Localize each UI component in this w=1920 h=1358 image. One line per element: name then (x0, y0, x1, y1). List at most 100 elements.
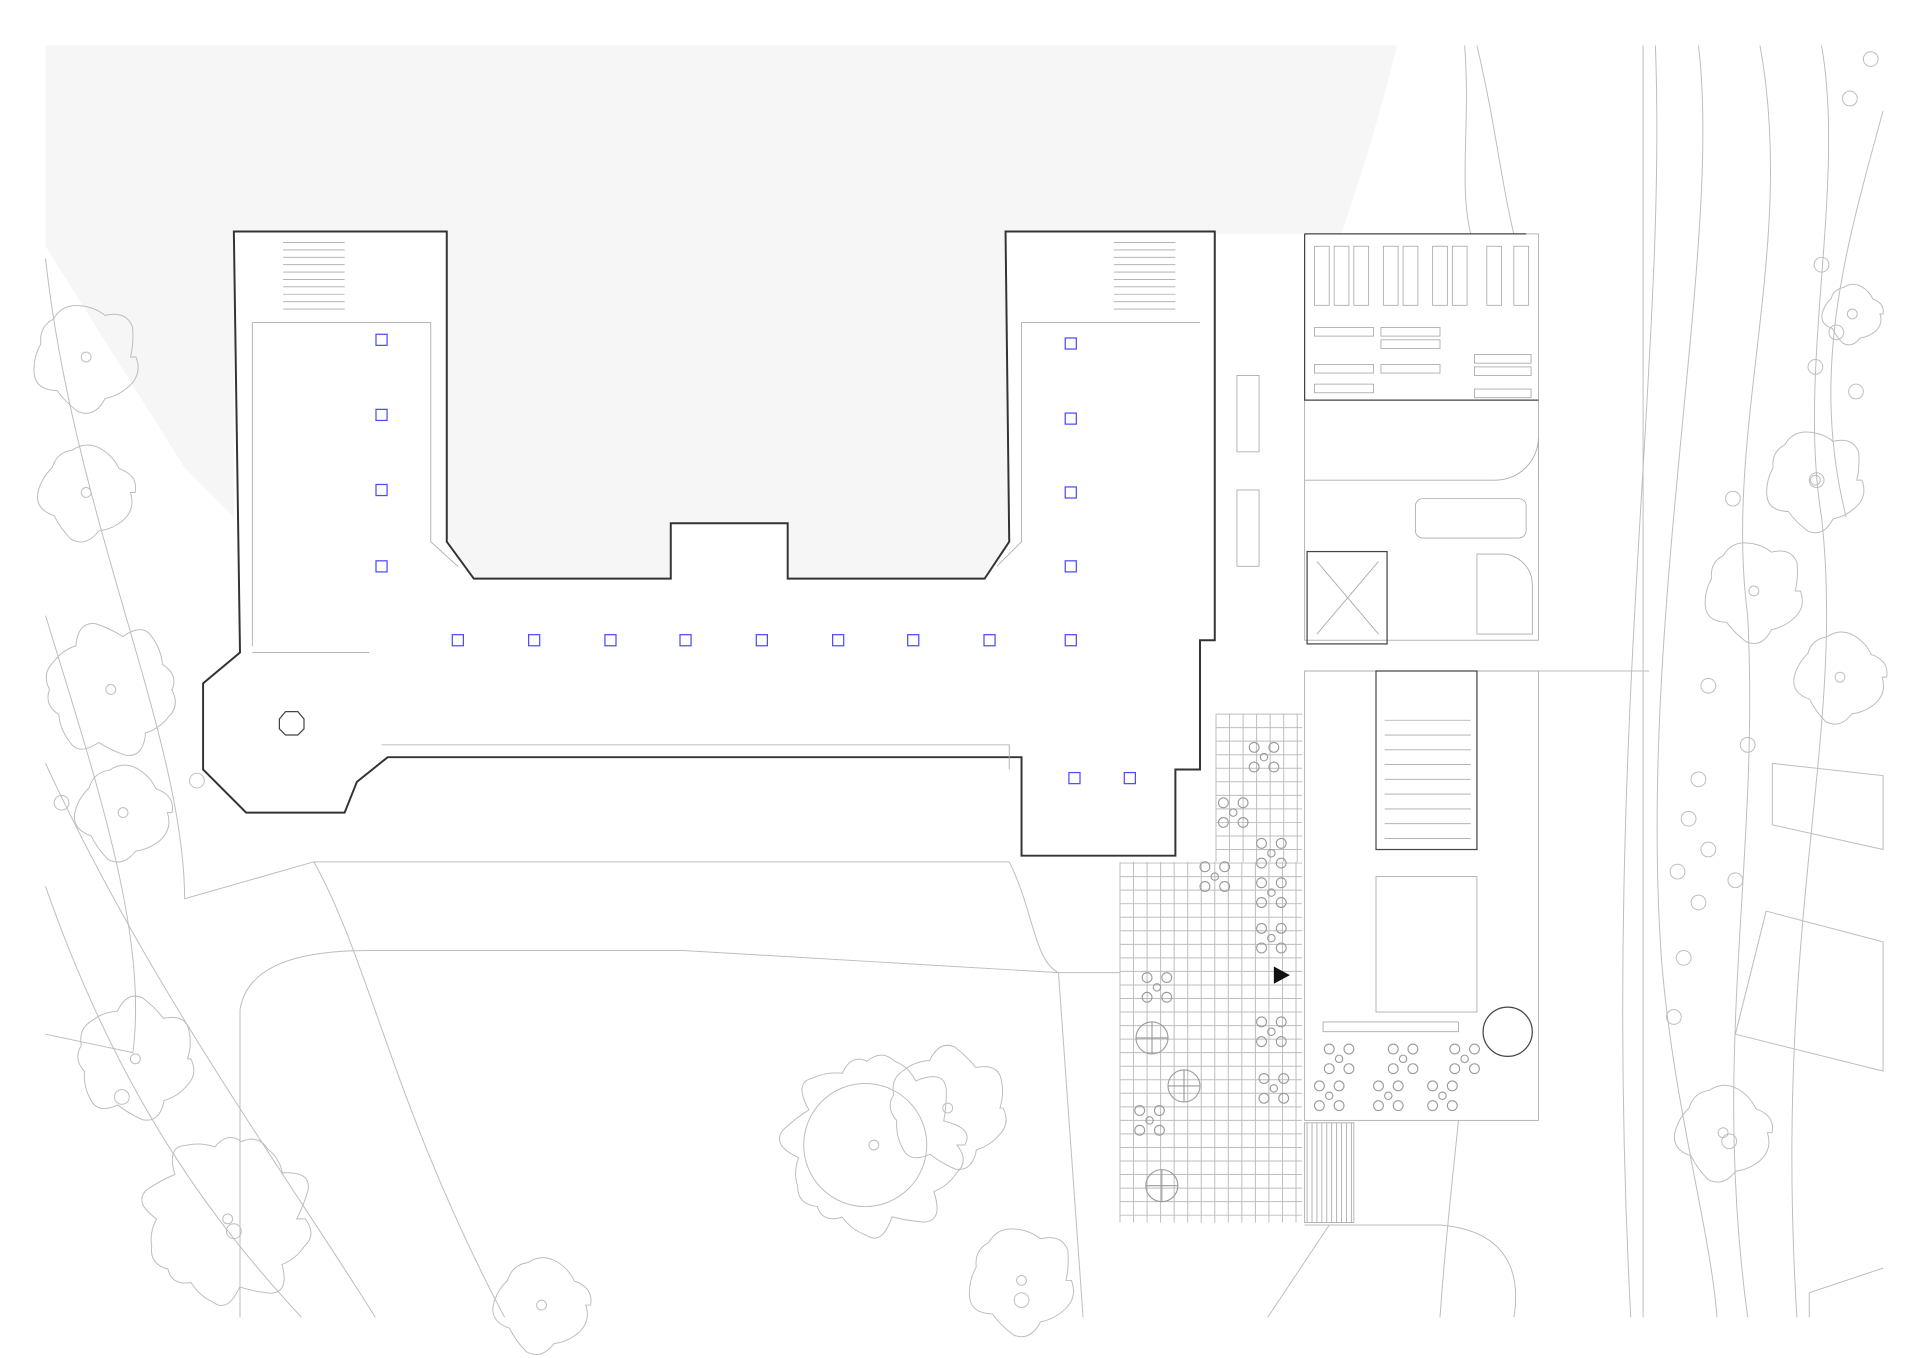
chair (1153, 1105, 1165, 1117)
chair (1446, 1100, 1458, 1112)
table (1474, 354, 1532, 364)
landscape-line (239, 949, 1120, 1318)
chair (1275, 837, 1287, 849)
tree-icon (1680, 810, 1697, 827)
entrance-arrow-icon (1273, 966, 1290, 984)
tree-icon (1669, 863, 1686, 880)
chair (1313, 1100, 1325, 1112)
chair (1275, 857, 1287, 869)
tree-trunk (1809, 474, 1821, 486)
bookshelf (1353, 245, 1370, 306)
chair (1278, 1092, 1290, 1104)
tree-icon (492, 1257, 592, 1355)
spiral-stair-icon (1482, 1006, 1533, 1057)
tree-icon (1690, 771, 1707, 788)
table (1474, 388, 1532, 399)
landscape-line (1622, 45, 1658, 1318)
table (1267, 888, 1276, 897)
landscape-line (45, 258, 1010, 900)
chair (1217, 816, 1229, 828)
landscape-line (1656, 45, 1718, 1318)
tree-trunk (942, 1102, 954, 1114)
landscape-line (1771, 762, 1884, 851)
column-marker (375, 333, 388, 346)
tree-icon (1848, 383, 1864, 400)
chair (1323, 1063, 1335, 1075)
tree-icon (1673, 1084, 1774, 1183)
tree-icon (968, 1228, 1074, 1338)
tree-trunk (222, 1213, 234, 1225)
table (1474, 366, 1532, 376)
tree-icon (889, 1044, 1007, 1170)
chair (1313, 1080, 1325, 1092)
tree-icon (33, 304, 139, 414)
table (1228, 808, 1238, 817)
tree-icon (1828, 324, 1845, 341)
landscape-line (1733, 45, 1772, 1318)
chair (1372, 1080, 1384, 1092)
tree-icon (1704, 542, 1803, 645)
table (1384, 1091, 1393, 1101)
table (1380, 327, 1441, 337)
tree-icon (1793, 631, 1888, 725)
octagonal-column (278, 711, 305, 736)
landscape-line (1304, 1224, 1517, 1318)
column-marker (1064, 337, 1077, 350)
chair (1217, 797, 1229, 809)
tree-icon (189, 772, 205, 789)
tree-icon (1808, 472, 1825, 489)
chair (1256, 942, 1268, 954)
chair (1392, 1080, 1404, 1092)
tree-icon (1727, 872, 1744, 889)
table (1314, 383, 1374, 394)
tree-trunk (105, 684, 117, 695)
landscape-line (45, 886, 302, 1318)
chair (1275, 922, 1287, 934)
chair (1248, 761, 1260, 773)
chair (1323, 1043, 1335, 1055)
table (1210, 872, 1220, 881)
tree-icon (1690, 894, 1707, 911)
landscape-line (1791, 45, 1830, 1318)
tree-trunk (80, 351, 92, 363)
chair (1237, 797, 1249, 809)
tree-icon (73, 764, 174, 863)
chair (1372, 1100, 1384, 1112)
main-building (202, 230, 1216, 857)
stair-curved (1476, 553, 1533, 635)
bookshelf (1432, 245, 1448, 306)
stair-right (1113, 242, 1176, 310)
column-marker (755, 634, 769, 647)
chair (1333, 1100, 1345, 1112)
tree-trunk (117, 807, 129, 819)
tree-icon (1725, 490, 1741, 507)
tree-icon (36, 444, 137, 543)
table (1267, 933, 1276, 943)
table (1398, 1054, 1408, 1064)
chair (1256, 1016, 1268, 1028)
chair (1392, 1100, 1404, 1112)
chair (1199, 880, 1211, 892)
chair (1153, 1124, 1165, 1136)
chair (1275, 1016, 1287, 1028)
landscape-line (1267, 1224, 1330, 1318)
chair (1427, 1080, 1439, 1092)
column-marker (375, 560, 388, 573)
cafe-building (1304, 670, 1539, 1224)
terrace-grid (1119, 713, 1480, 1223)
column-marker (375, 483, 388, 497)
column-marker (1064, 560, 1077, 573)
chair (1468, 1043, 1480, 1055)
landscape-line (1808, 1267, 1884, 1318)
column-marker (679, 634, 692, 647)
tree-trunk (1748, 585, 1760, 597)
tree-trunk (1717, 1127, 1729, 1139)
planter (803, 1082, 928, 1208)
column-marker (1064, 486, 1077, 499)
tree-icon (1766, 431, 1865, 534)
bookshelf (1402, 245, 1419, 306)
tree-icon (113, 1089, 130, 1105)
column-markers (375, 333, 1136, 785)
table (1269, 1084, 1279, 1093)
tree-icon (225, 1223, 242, 1240)
